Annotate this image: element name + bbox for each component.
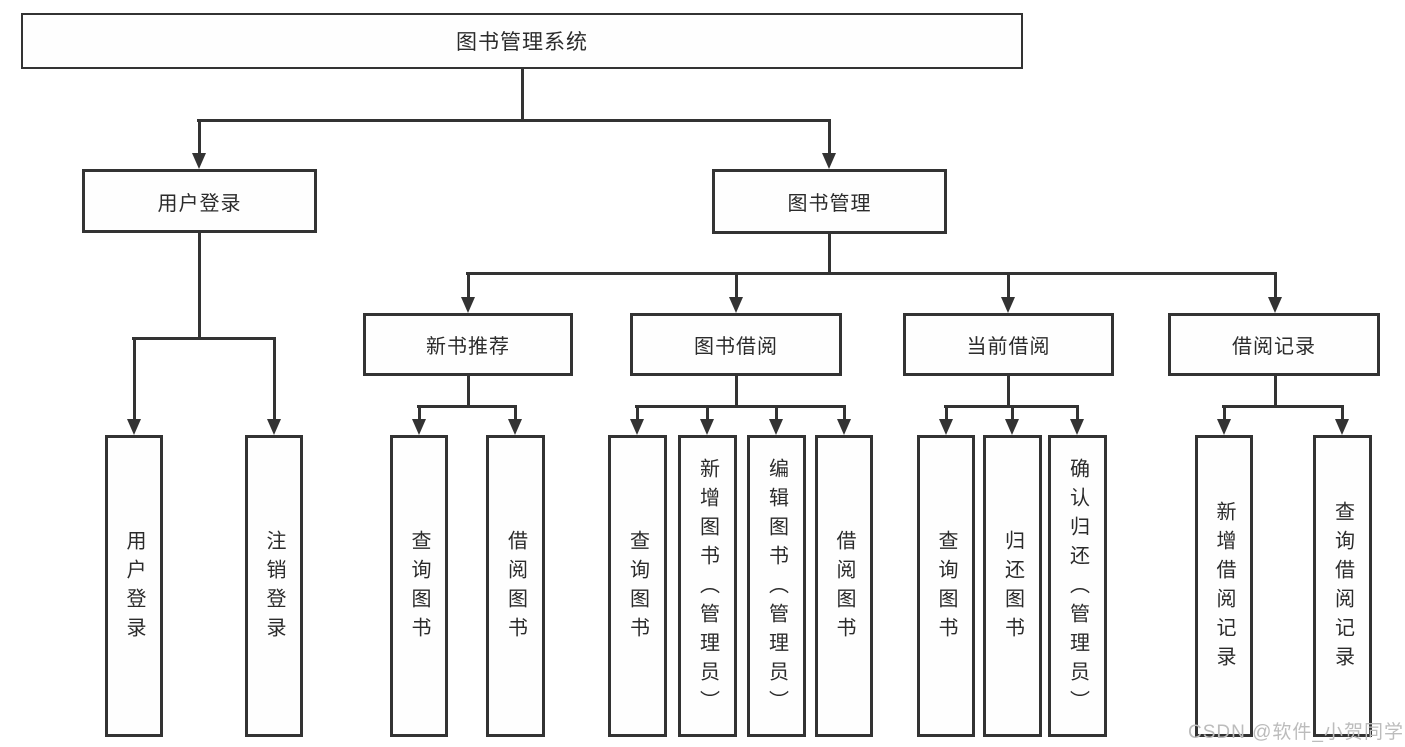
arrowhead-down-icon	[1335, 419, 1349, 435]
connector-line	[197, 119, 830, 122]
node-current-borrow: 当前借阅	[903, 313, 1114, 376]
arrowhead-down-icon	[412, 419, 426, 435]
arrowhead-down-icon	[700, 419, 714, 435]
leaf-query-borrow-record: 查询借阅记录	[1313, 435, 1372, 737]
node-new-book-recommend: 新书推荐	[363, 313, 573, 376]
leaf-logout: 注销登录	[245, 435, 303, 737]
arrowhead-down-icon	[461, 297, 475, 313]
arrowhead-down-icon	[769, 419, 783, 435]
connector-line	[198, 233, 201, 337]
connector-line	[273, 337, 276, 419]
connector-line	[945, 405, 948, 419]
leaf-user-login: 用户登录	[105, 435, 163, 737]
arrowhead-down-icon	[1070, 419, 1084, 435]
leaf-add-borrow-record: 新增借阅记录	[1195, 435, 1253, 737]
connector-line	[1011, 405, 1014, 419]
connector-line	[828, 119, 831, 153]
arrowhead-down-icon	[1005, 419, 1019, 435]
connector-line	[706, 405, 709, 419]
arrowhead-down-icon	[1001, 297, 1015, 313]
node-book-borrow: 图书借阅	[630, 313, 842, 376]
connector-line	[1222, 405, 1344, 408]
csdn-watermark: CSDN @软件_小贺同学	[1188, 722, 1404, 743]
leaf-query-books-borrow: 查询图书	[608, 435, 667, 737]
connector-line	[636, 405, 639, 419]
leaf-borrow-books-recommend: 借阅图书	[486, 435, 545, 737]
arrowhead-down-icon	[127, 419, 141, 435]
arrowhead-down-icon	[729, 297, 743, 313]
connector-line	[467, 272, 470, 297]
node-root: 图书管理系统	[21, 13, 1023, 69]
connector-line	[1007, 272, 1010, 297]
node-book-management: 图书管理	[712, 169, 947, 234]
leaf-add-books-admin: 新增图书（管理员）	[678, 435, 737, 737]
node-borrow-records: 借阅记录	[1168, 313, 1380, 376]
leaf-query-books-recommend: 查询图书	[390, 435, 448, 737]
leaf-confirm-return-admin: 确认归还（管理员）	[1048, 435, 1107, 737]
arrowhead-down-icon	[630, 419, 644, 435]
connector-line	[1223, 405, 1226, 419]
connector-line	[735, 272, 738, 297]
arrowhead-down-icon	[267, 419, 281, 435]
connector-line	[132, 337, 275, 340]
connector-line	[1274, 272, 1277, 297]
arrowhead-down-icon	[1268, 297, 1282, 313]
connector-line	[467, 376, 470, 405]
leaf-borrow-books: 借阅图书	[815, 435, 873, 737]
leaf-edit-books-admin: 编辑图书（管理员）	[747, 435, 806, 737]
arrowhead-down-icon	[939, 419, 953, 435]
connector-line	[417, 405, 517, 408]
connector-line	[1341, 405, 1344, 419]
arrowhead-down-icon	[822, 153, 836, 169]
arrowhead-down-icon	[508, 419, 522, 435]
connector-line	[1076, 405, 1079, 419]
connector-line	[828, 234, 831, 272]
leaf-return-books: 归还图书	[983, 435, 1042, 737]
arrowhead-down-icon	[192, 153, 206, 169]
connector-line	[775, 405, 778, 419]
connector-line	[198, 119, 201, 153]
connector-line	[514, 405, 517, 419]
connector-line	[1007, 376, 1010, 405]
connector-line	[735, 376, 738, 405]
connector-line	[1274, 376, 1277, 405]
connector-line	[466, 272, 1276, 275]
connector-line	[133, 337, 136, 419]
leaf-query-books-current: 查询图书	[917, 435, 975, 737]
connector-line	[418, 405, 421, 419]
node-user-login: 用户登录	[82, 169, 317, 233]
connector-line	[521, 69, 524, 119]
arrowhead-down-icon	[837, 419, 851, 435]
connector-line	[635, 405, 846, 408]
arrowhead-down-icon	[1217, 419, 1231, 435]
connector-line	[843, 405, 846, 419]
